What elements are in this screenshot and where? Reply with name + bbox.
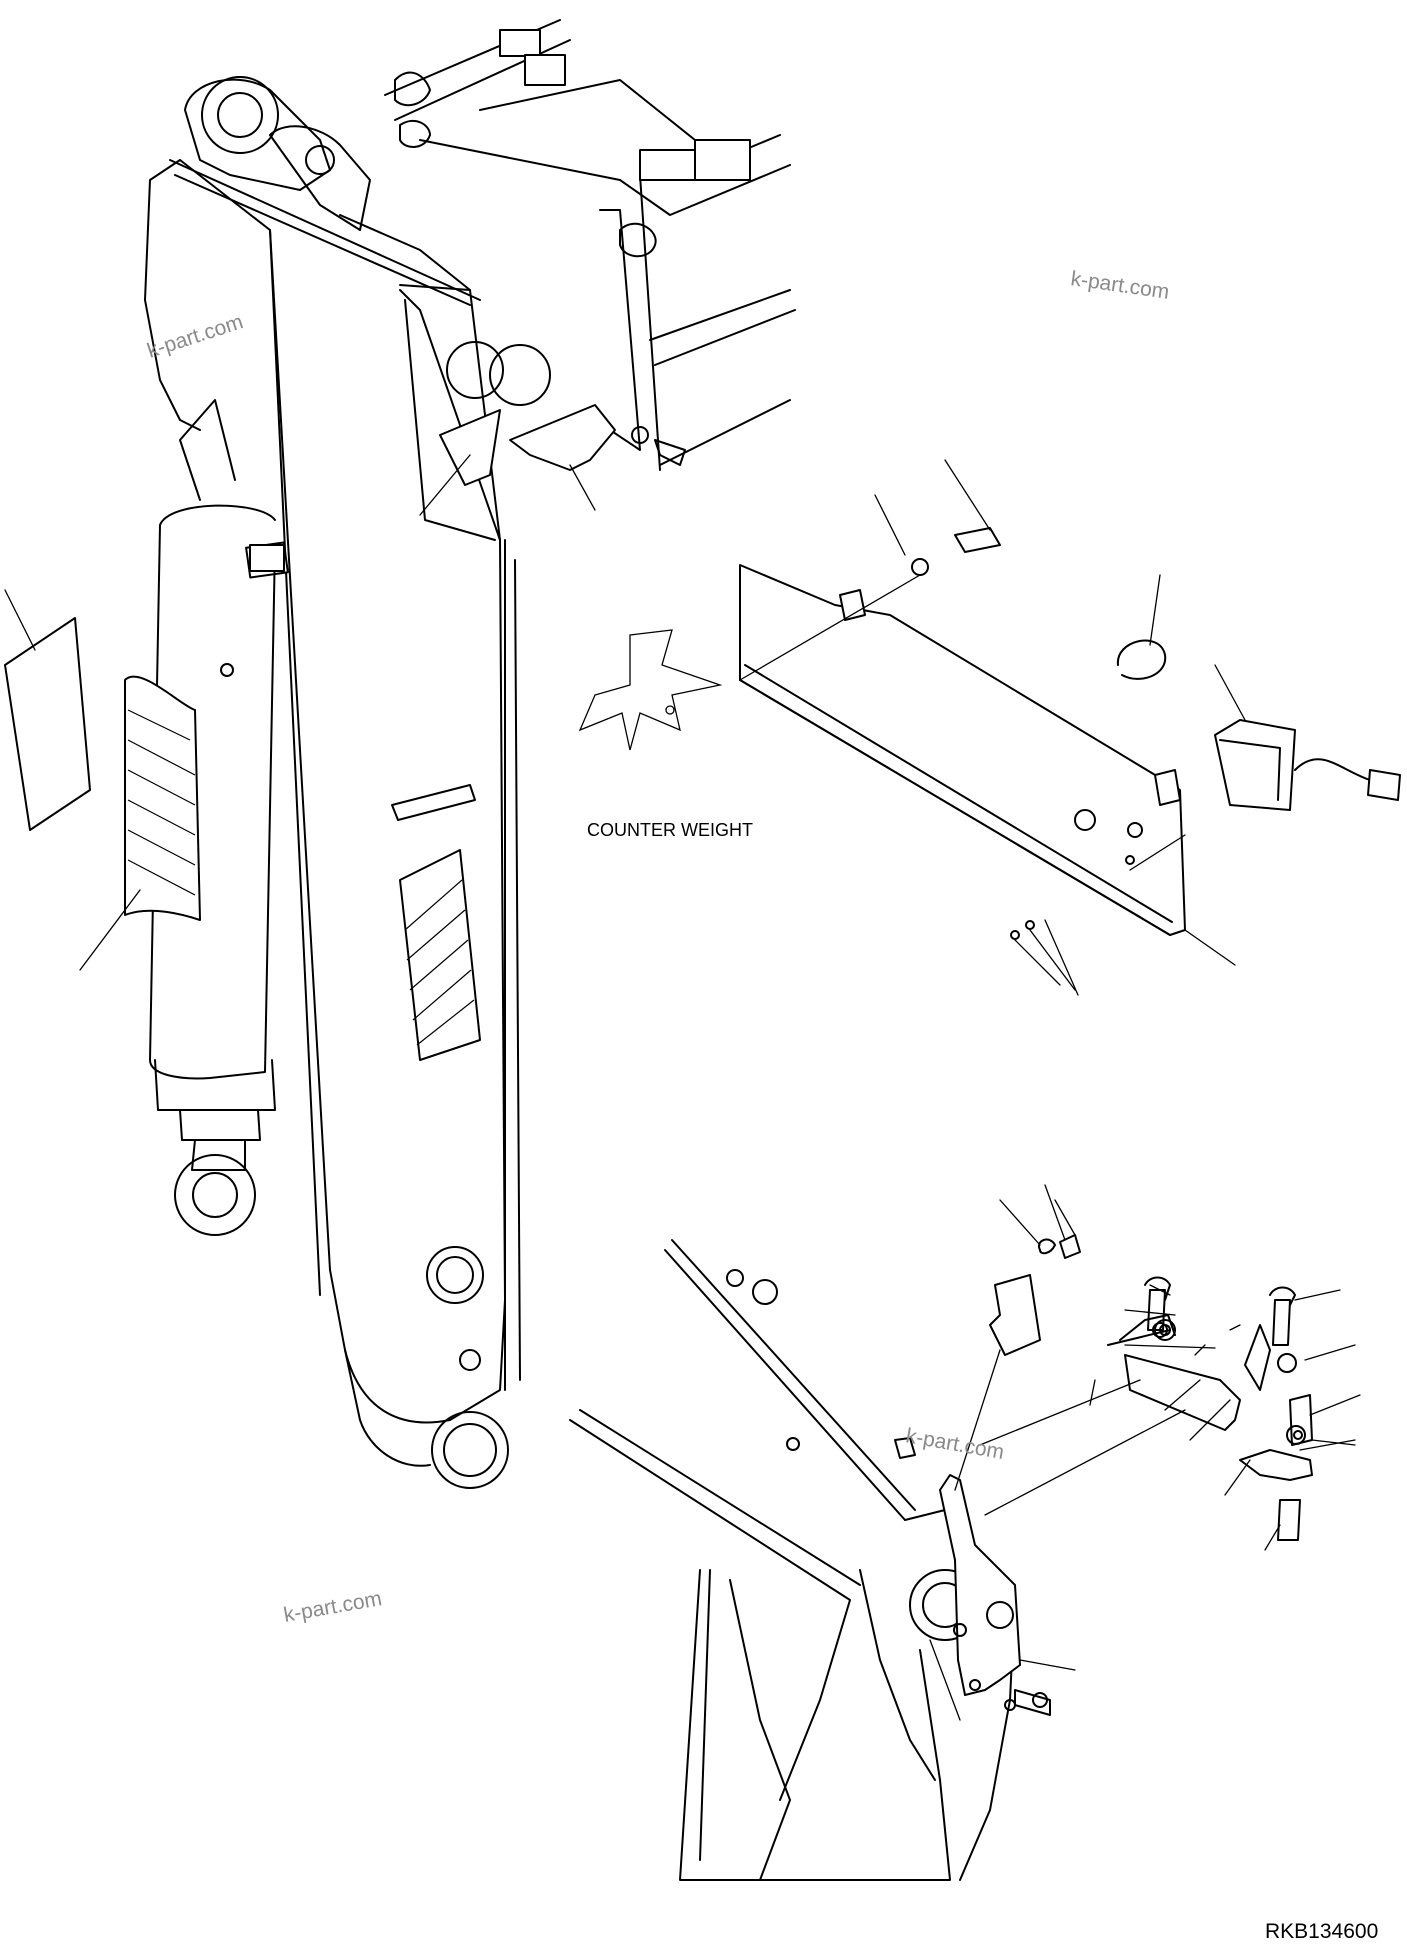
watermark-1: k-part.com (144, 310, 245, 363)
watermark-4: k-part.com (282, 1587, 384, 1627)
counter-weight-assembly: COUNTER WEIGHT (578, 459, 1401, 996)
watermark-3: k-part.com (904, 1424, 1006, 1464)
boom-cylinder (4, 399, 285, 1236)
top-hose-assembly (384, 19, 796, 516)
drawing-code: RKB134600 (1265, 1920, 1378, 1943)
watermark-2: k-part.com (1069, 267, 1170, 304)
counter-weight-label: COUNTER WEIGHT (587, 820, 753, 840)
lower-frame-assembly (569, 1184, 1361, 1881)
boom-assembly (144, 76, 521, 1489)
